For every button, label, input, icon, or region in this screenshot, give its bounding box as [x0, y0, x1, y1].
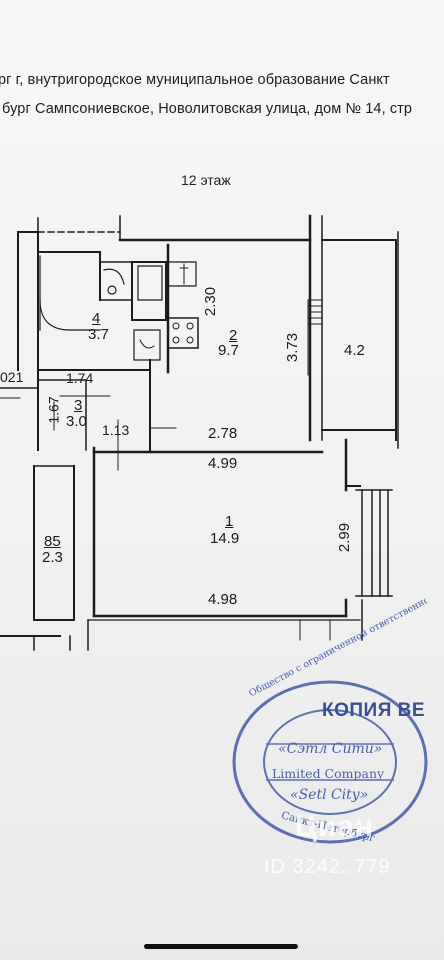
dim-2-30: 2.30 — [202, 286, 220, 317]
dim-021: 021 — [0, 369, 24, 385]
room-85-number: 85 — [44, 533, 61, 550]
copy-label: КОПИЯ ВЕ — [322, 700, 426, 721]
room-1-number: 1 — [225, 513, 234, 530]
dim-1-13: 1.13 — [102, 422, 130, 438]
home-indicator[interactable] — [144, 944, 298, 949]
address-line-1: рг г, внутригородское муниципальное обра… — [0, 72, 390, 88]
company-stamp — [232, 680, 428, 844]
stamp-name-ru: «Сэтл Сити» — [278, 741, 383, 757]
dim-1-67: 1.67 — [45, 396, 62, 424]
dim-2-78: 2.78 — [208, 425, 238, 442]
dim-4-99: 4.99 — [208, 455, 238, 472]
room-2-area: 9.7 — [218, 342, 239, 359]
stamp-name-en-1: Limited Company — [272, 766, 385, 781]
room-3-area: 3.0 — [66, 413, 87, 430]
stamp-name-en-2: «Setl City» — [290, 787, 369, 803]
dim-3-73: 3.73 — [284, 332, 302, 363]
room-2-number: 2 — [229, 327, 238, 344]
watermark-id: ID 3242..779 — [264, 856, 391, 878]
dim-4-98: 4.98 — [208, 591, 238, 608]
dim-2-99: 2.99 — [336, 522, 354, 553]
room-4-number: 4 — [92, 310, 101, 327]
room-4-area: 3.7 — [88, 326, 109, 343]
dim-1-74: 1.74 — [66, 370, 94, 386]
room-1-area: 14.9 — [210, 530, 240, 547]
address-line-2: бург Сампсониевское, Новолитовская улица… — [2, 101, 413, 117]
room-3-number: 3 — [74, 397, 83, 414]
room-85-area: 2.3 — [42, 549, 63, 566]
watermark-brand: Циан — [295, 810, 375, 843]
room-balcony-area: 4.2 — [344, 342, 365, 359]
floor-label: 12 этаж — [181, 172, 231, 188]
